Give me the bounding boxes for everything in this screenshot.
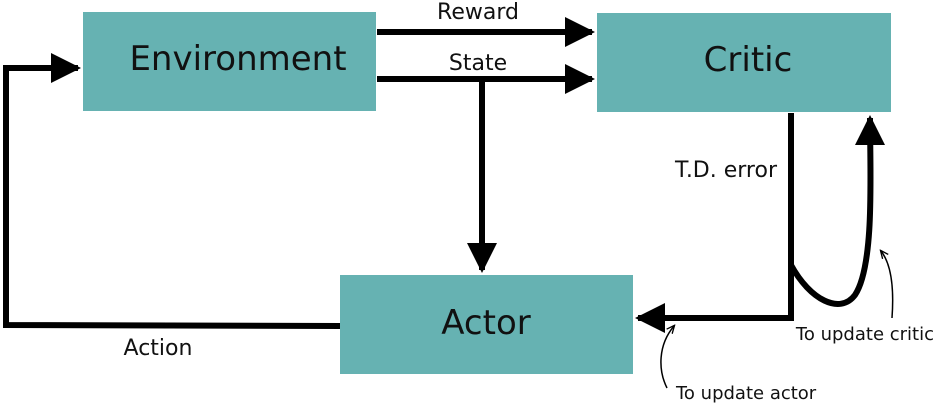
update-critic-pointer xyxy=(881,251,894,319)
update-actor-pointer xyxy=(660,326,674,389)
action-label: Action xyxy=(124,336,193,361)
update-actor-note: To update actor xyxy=(675,383,817,404)
update-critic-curve xyxy=(788,115,886,307)
actor-box xyxy=(340,275,633,374)
state-label: State xyxy=(449,51,507,76)
td-error-label: T.D. error xyxy=(674,158,778,183)
actor-label: Actor xyxy=(441,303,530,343)
td-error-arrow xyxy=(635,113,794,333)
action-arrow xyxy=(3,53,341,329)
update-critic-note: To update critic xyxy=(795,324,934,345)
critic-box xyxy=(597,13,891,112)
reward-label: Reward xyxy=(437,0,519,25)
critic-label: Critic xyxy=(704,40,793,80)
environment-box xyxy=(83,12,376,111)
environment-label: Environment xyxy=(129,39,346,79)
